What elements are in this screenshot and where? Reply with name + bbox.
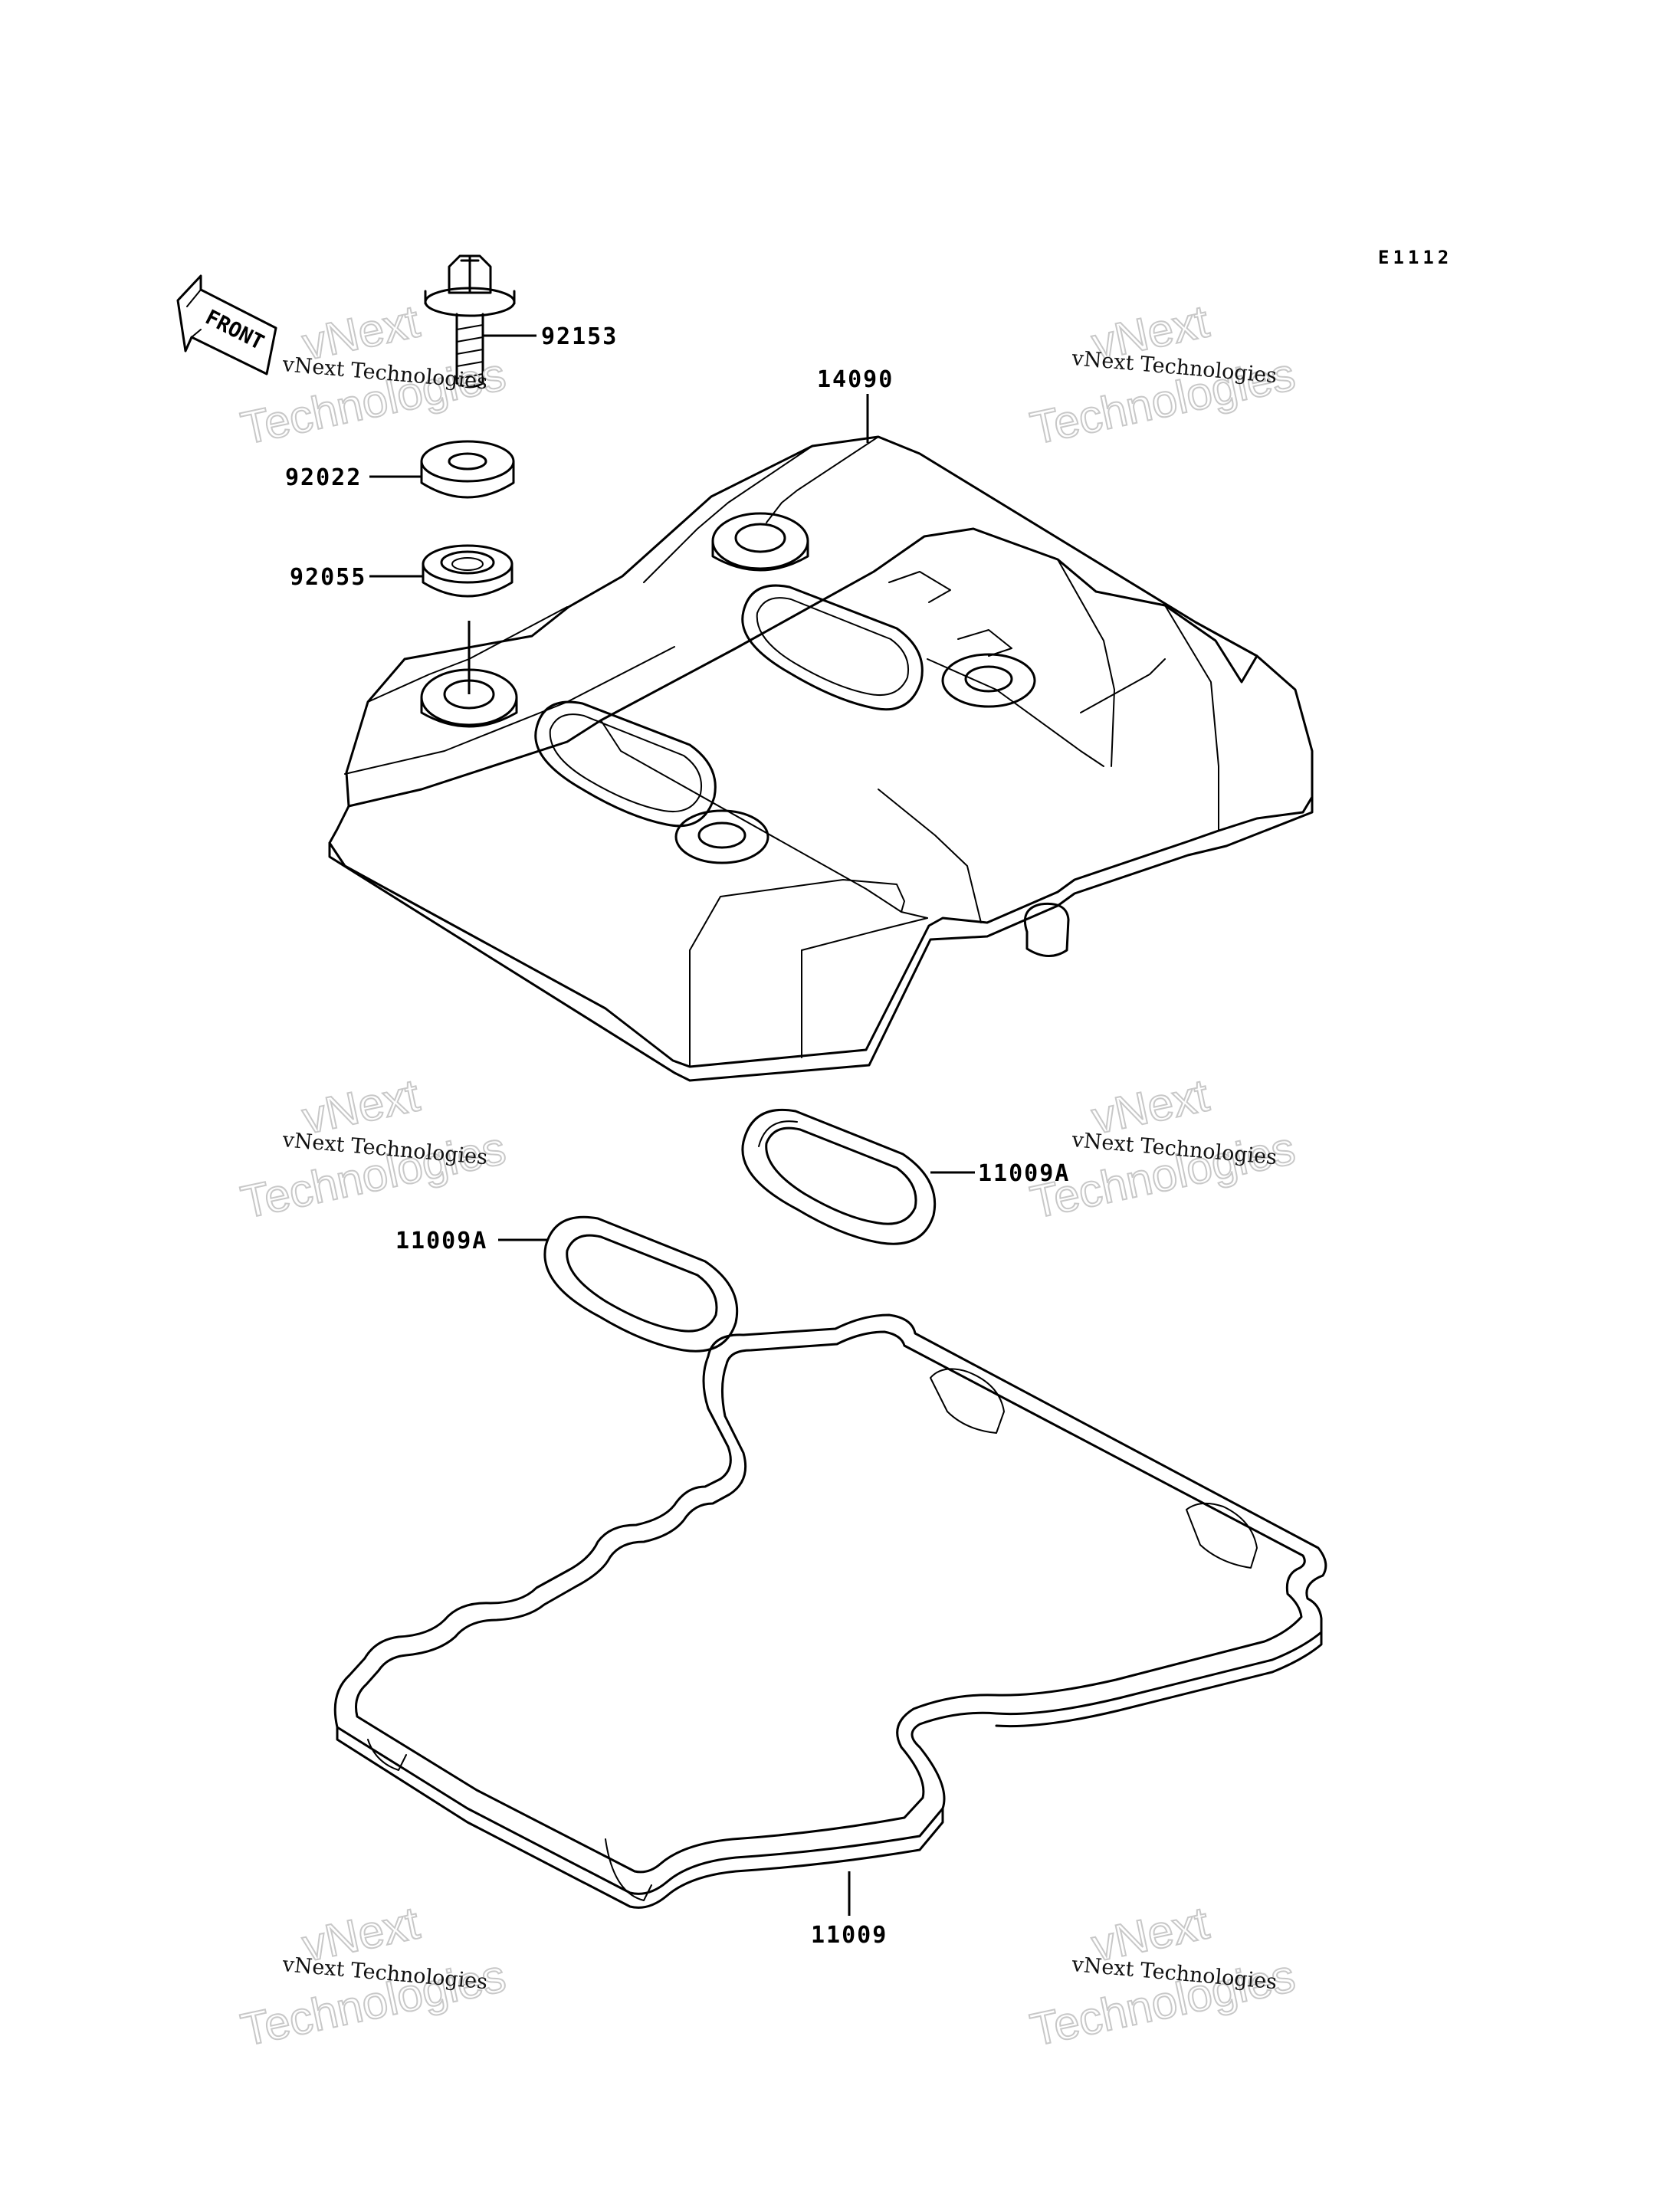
- part-label-11009A-lower: 11009A: [395, 1228, 487, 1254]
- gasket-11009A-lower: [543, 1215, 739, 1353]
- watermark-6: vNext Technologies vNext Technologies: [1025, 1896, 1301, 2056]
- watermark-2: vNext Technologies vNext Technologies: [1025, 294, 1301, 454]
- watermark-1: vNext Technologies vNext Technologies: [236, 294, 511, 454]
- part-label-11009: 11009: [811, 1922, 888, 1949]
- part-label-11009A-upper: 11009A: [978, 1160, 1070, 1187]
- watermark-5: vNext Technologies vNext Technologies: [236, 1896, 511, 2056]
- part-label-92055: 92055: [290, 564, 366, 591]
- washer-92022: [420, 440, 515, 499]
- watermark-4: vNext Technologies vNext Technologies: [1025, 1068, 1301, 1228]
- part-label-14090: 14090: [817, 366, 894, 393]
- diagram-code: E1112: [1378, 247, 1452, 268]
- bolt-92153: [424, 254, 516, 389]
- gasket-11009: [333, 1313, 1327, 1909]
- cylinder-head-cover-14090: [328, 435, 1314, 1082]
- front-arrow-icon: FRONT: [176, 274, 277, 375]
- part-label-92022: 92022: [285, 464, 362, 491]
- part-label-92153: 92153: [541, 323, 618, 350]
- watermark-3: vNext Technologies vNext Technologies: [236, 1068, 511, 1228]
- grommet-92055: [422, 544, 514, 598]
- gasket-11009A-upper: [741, 1108, 937, 1245]
